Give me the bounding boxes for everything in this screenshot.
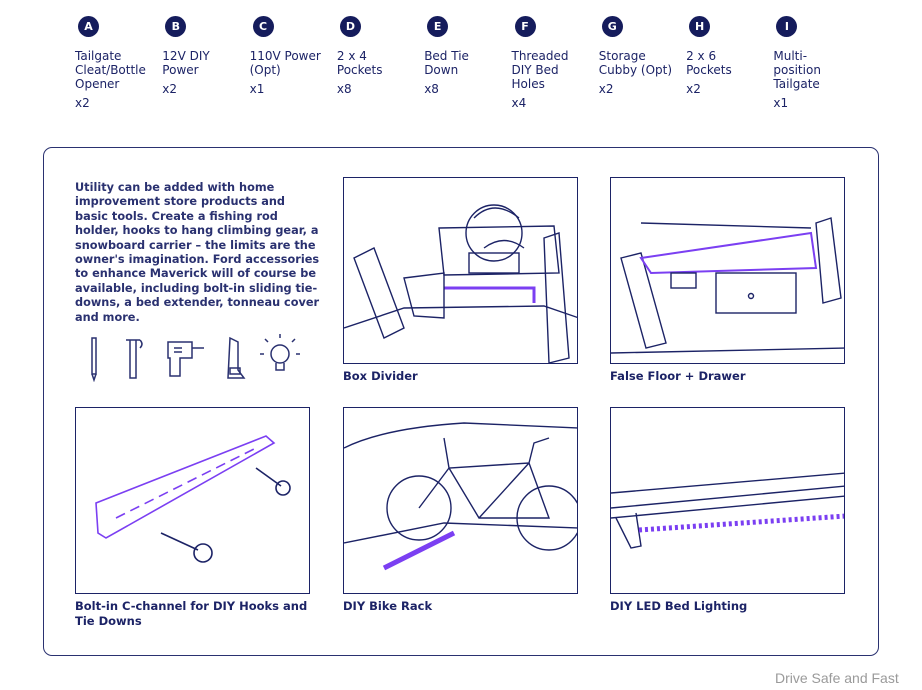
feature-item: B 12V DIY Power x2 <box>162 16 248 96</box>
feature-item: A Tailgate Cleat/Bottle Opener x2 <box>75 16 161 110</box>
feature-label: 2 x 4 Pockets <box>336 49 383 77</box>
feature-item: F Threaded DIY Bed Holes x4 <box>512 16 598 110</box>
letter-badge: B <box>165 16 187 37</box>
feature-item: C 110V Power (Opt) x1 <box>250 16 336 96</box>
caption-led-lighting: DIY LED Bed Lighting <box>610 599 748 613</box>
letter-badge: H <box>689 16 711 37</box>
box-divider-image <box>343 177 578 364</box>
feature-count: x2 <box>598 82 614 96</box>
feature-count: x2 <box>162 82 178 96</box>
feature-item: E Bed Tie Down x8 <box>424 16 510 96</box>
content-panel <box>43 147 879 656</box>
feature-count: x1 <box>773 96 789 110</box>
hammer-icon <box>126 339 143 379</box>
letter-badge: F <box>514 16 536 37</box>
led-lighting-image <box>610 407 845 594</box>
feature-count: x8 <box>424 82 439 96</box>
letter-badge: G <box>601 16 623 37</box>
feature-count: x1 <box>249 82 265 96</box>
bike-rack-image <box>343 407 578 594</box>
feature-label: 110V Power (Opt) <box>249 49 321 77</box>
letter-badge: I <box>776 16 798 37</box>
pencil-icon <box>91 337 97 382</box>
feature-item: H 2 x 6 Pockets x2 <box>686 16 772 96</box>
feature-label: Threaded DIY Bed Holes <box>511 49 569 91</box>
caption-box-divider: Box Divider <box>343 369 418 383</box>
c-channel-image <box>75 407 310 594</box>
letter-badge: E <box>427 16 449 37</box>
feature-label: Tailgate Cleat/Bottle Opener <box>75 49 146 91</box>
saw-icon <box>227 336 246 379</box>
feature-label: Bed Tie Down <box>424 49 469 77</box>
letter-badge: D <box>339 16 361 37</box>
false-floor-drawer-image <box>610 177 845 364</box>
letter-badge: A <box>78 16 99 37</box>
watermark: Drive Safe and Fast <box>775 670 899 686</box>
letter-badge: C <box>252 16 274 37</box>
feature-item: I Multi- position Tailgate x1 <box>773 16 859 110</box>
intro-text: Utility can be added with home improveme… <box>75 181 320 324</box>
feature-label: Multi- position Tailgate <box>773 49 821 91</box>
feature-item: D 2 x 4 Pockets x8 <box>337 16 423 96</box>
feature-item: G Storage Cubby (Opt) x2 <box>599 16 685 96</box>
feature-label: 12V DIY Power <box>162 49 210 77</box>
caption-false-floor: False Floor + Drawer <box>610 369 746 383</box>
feature-count: x4 <box>511 96 527 110</box>
drill-icon <box>167 341 204 377</box>
feature-label: 2 x 6 Pockets <box>686 49 732 77</box>
caption-bike-rack: DIY Bike Rack <box>343 599 433 613</box>
feature-count: x2 <box>75 96 90 110</box>
caption-c-channel: Bolt-in C-channel for DIY Hooks and Tie … <box>75 599 308 628</box>
tools-illustration <box>91 334 300 382</box>
feature-count: x2 <box>686 82 701 96</box>
feature-count: x8 <box>336 82 352 96</box>
light-bulb-icon <box>260 334 300 371</box>
feature-label: Storage Cubby (Opt) <box>598 49 673 77</box>
